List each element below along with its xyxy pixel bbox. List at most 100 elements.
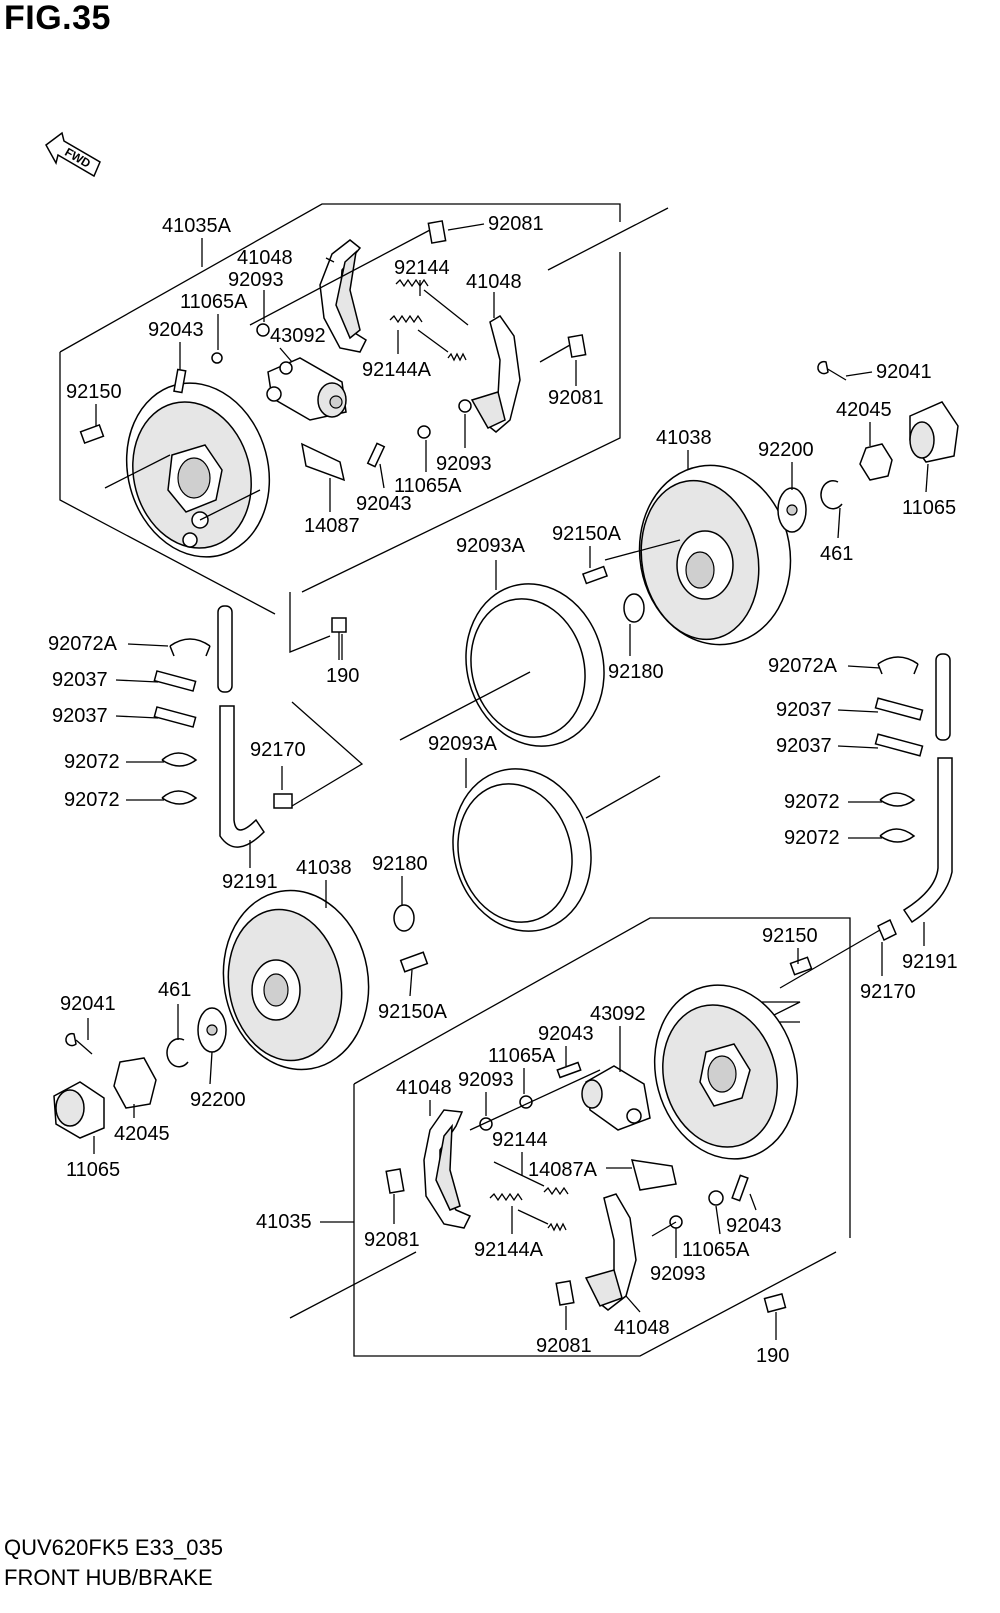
- part-number-label: 92170: [250, 739, 306, 761]
- part-callout: 11065A: [488, 1045, 556, 1094]
- leader-line: [115, 679, 159, 683]
- part-callout: 14087: [304, 478, 360, 537]
- part-number-label: 92072: [784, 791, 840, 813]
- part-number-label: 92043: [538, 1023, 594, 1045]
- part-number-label: 92200: [758, 439, 814, 461]
- part-number-label: 92150A: [378, 1001, 448, 1023]
- part-number-label: 11065A: [394, 475, 462, 497]
- part-callout: 41038: [296, 857, 352, 908]
- part-callout: 92150: [66, 381, 122, 426]
- part-callout: 41048: [614, 1295, 670, 1339]
- leader-line: [715, 1205, 721, 1235]
- part-number-label: 92072A: [48, 633, 118, 655]
- part-number-label: 92093A: [456, 535, 526, 557]
- lower-brake-shoe-2: [584, 1193, 637, 1311]
- part-number-label: 92180: [372, 853, 428, 875]
- part-number-label: 92037: [52, 705, 108, 727]
- part-callout: 92081: [447, 213, 544, 235]
- part-callout: 92072: [64, 751, 164, 773]
- part-callout: 92041: [60, 993, 116, 1040]
- part-callout: 190: [326, 634, 359, 687]
- part-callout: 92180: [608, 624, 664, 683]
- part-callout: 92170: [250, 739, 306, 790]
- part-callout: 92072: [784, 827, 882, 849]
- part-callout: 11065A: [682, 1205, 750, 1261]
- leader-line: [837, 507, 841, 539]
- part-callout: 92093: [458, 1069, 514, 1116]
- part-number-label: 92072: [784, 827, 840, 849]
- part-number-label: 92043: [148, 319, 204, 341]
- leader-line: [209, 1051, 213, 1085]
- part-number-label: 92191: [902, 951, 958, 973]
- part-number-label: 41038: [296, 857, 352, 879]
- upper-bolt-190: [289, 592, 347, 660]
- leader-line: [409, 969, 413, 997]
- right-brake-hose: [874, 653, 953, 942]
- footer-description: FRONT HUB/BRAKE: [4, 1565, 213, 1590]
- leader-line: [847, 665, 881, 669]
- part-number-label: 92170: [860, 981, 916, 1003]
- part-number-label: 92072: [64, 751, 120, 773]
- part-number-label: 190: [756, 1345, 789, 1367]
- part-callout: 92081: [364, 1194, 420, 1251]
- lower-assembly-frame: [289, 917, 851, 1357]
- part-callout: 92200: [758, 439, 814, 490]
- left-brake-hose: [153, 605, 293, 848]
- part-callout: 92150: [762, 925, 818, 964]
- part-callout: 11065A: [180, 291, 248, 350]
- part-number-label: 41048: [237, 247, 293, 269]
- brake-lining-ring-upper: [399, 583, 605, 747]
- part-callout: 92072A: [768, 655, 881, 677]
- part-number-label: 92093A: [428, 733, 498, 755]
- part-number-label: 43092: [270, 325, 326, 347]
- leader-line: [837, 709, 879, 713]
- part-callout: 92144: [492, 1129, 548, 1176]
- upper-assembly-frame: [59, 203, 669, 615]
- lower-springs: [489, 1161, 569, 1232]
- part-callout: 11065A: [394, 440, 462, 497]
- part-number-label: 92093: [228, 269, 284, 291]
- upper-hub-parts: [581, 360, 959, 623]
- part-callout: 41038: [656, 427, 712, 470]
- part-callout: 92081: [536, 1306, 592, 1357]
- part-number-label: 41035A: [162, 215, 232, 237]
- part-callout: 42045: [836, 399, 892, 446]
- part-callout: 92081: [548, 360, 604, 409]
- part-callout: 41035A: [162, 215, 232, 258]
- lower-wheel-cylinder: [581, 1065, 651, 1131]
- part-number-label: 92150: [66, 381, 122, 403]
- part-number-label: 92093: [436, 453, 492, 475]
- part-callout: 92072: [64, 789, 164, 811]
- upper-brake-shoe-2: [470, 314, 521, 433]
- part-number-label: 41035: [256, 1211, 312, 1233]
- leader-line: [325, 257, 335, 263]
- part-number-label: 11065A: [180, 291, 248, 313]
- lower-brake-drum: [222, 889, 429, 1071]
- part-callout: 92180: [372, 853, 428, 906]
- part-callout: 92072: [784, 791, 882, 813]
- part-callout: 41048: [466, 271, 522, 318]
- part-callout: 92043: [148, 319, 204, 370]
- part-callout: 92191: [902, 922, 958, 973]
- part-callout: 461: [158, 979, 191, 1040]
- part-number-label: 92037: [776, 699, 832, 721]
- part-number-label: 14087: [304, 515, 360, 537]
- part-callout: 41048: [396, 1077, 452, 1116]
- part-number-label: 92150: [762, 925, 818, 947]
- upper-small-parts: [79, 220, 587, 482]
- part-number-label: 92081: [548, 387, 604, 409]
- part-callout: 92043: [356, 463, 412, 515]
- part-callout: 92043: [538, 1023, 594, 1066]
- part-number-label: 92081: [364, 1229, 420, 1251]
- brake-lining-ring-lower: [452, 768, 661, 932]
- leader-line: [115, 715, 159, 719]
- leader-line: [625, 1295, 641, 1313]
- part-callout: 43092: [270, 325, 326, 363]
- part-callout: 92200: [190, 1051, 246, 1111]
- upper-wheel-cylinder: [266, 357, 347, 421]
- leader-line: [127, 643, 169, 647]
- part-number-label: 92144A: [474, 1239, 544, 1261]
- part-number-label: 11065: [902, 497, 956, 519]
- part-number-label: 92041: [60, 993, 116, 1015]
